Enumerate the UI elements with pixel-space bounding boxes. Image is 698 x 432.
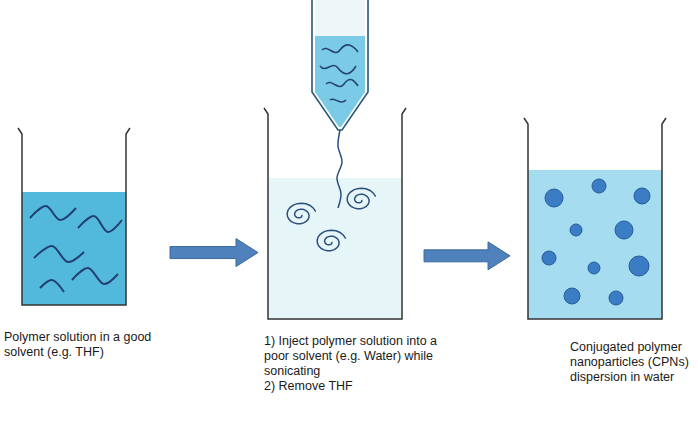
beaker-caption: Conjugated polymer nanoparticles (CPNs) … bbox=[570, 340, 692, 385]
polymer-chain bbox=[337, 130, 342, 208]
collapsed-coil bbox=[317, 230, 346, 250]
beaker-caption: 1) Inject polymer solution into a poor s… bbox=[264, 334, 456, 394]
liquid bbox=[22, 192, 126, 305]
contents bbox=[542, 179, 650, 305]
beaker-drawing bbox=[18, 128, 130, 306]
nanoparticle bbox=[634, 188, 650, 204]
nanoparticle bbox=[545, 189, 563, 207]
block-arrow bbox=[170, 239, 258, 267]
collapsed-coil bbox=[347, 188, 376, 208]
collapsed-coil bbox=[287, 203, 316, 223]
nanoparticle bbox=[588, 262, 600, 274]
nanoparticle bbox=[615, 221, 633, 239]
contents bbox=[287, 130, 376, 251]
polymer-chain bbox=[40, 280, 64, 292]
polymer-chain bbox=[72, 268, 118, 284]
liquid bbox=[268, 178, 402, 319]
nanoparticle bbox=[609, 291, 623, 305]
beaker-drawing bbox=[264, 108, 406, 320]
liquid bbox=[528, 170, 662, 319]
nanoparticle bbox=[570, 224, 582, 236]
beaker-caption: Polymer solution in a good solvent (e.g.… bbox=[4, 330, 152, 360]
pipette-liquid bbox=[315, 36, 365, 127]
pipette-strands bbox=[320, 45, 358, 102]
polymer-chain bbox=[78, 216, 122, 232]
contents bbox=[30, 206, 122, 292]
pipette-air bbox=[315, 0, 365, 36]
nanoparticle bbox=[629, 256, 649, 276]
caption-text: Conjugated polymer nanoparticles (CPNs) … bbox=[570, 340, 692, 385]
beaker-outline bbox=[264, 108, 406, 319]
beaker: 1) Inject polymer solution into a poor s… bbox=[264, 108, 406, 320]
beaker-drawing bbox=[524, 118, 666, 320]
beaker: Polymer solution in a good solvent (e.g.… bbox=[18, 128, 130, 306]
caption-text: Polymer solution in a good solvent (e.g.… bbox=[4, 330, 152, 360]
polymer-chain bbox=[34, 246, 84, 262]
beaker-outline bbox=[18, 128, 130, 305]
caption-text: 2) Remove THF bbox=[264, 379, 456, 394]
nanoparticle bbox=[592, 179, 606, 193]
beaker: Conjugated polymer nanoparticles (CPNs) … bbox=[524, 118, 666, 320]
nanoparticle bbox=[564, 288, 580, 304]
polymer-chain bbox=[30, 206, 76, 220]
nanoparticle bbox=[542, 251, 556, 265]
pipette-outline bbox=[312, 0, 368, 130]
block-arrow bbox=[424, 242, 510, 270]
caption-text: 1) Inject polymer solution into a poor s… bbox=[264, 334, 456, 379]
beaker-outline bbox=[524, 118, 666, 319]
